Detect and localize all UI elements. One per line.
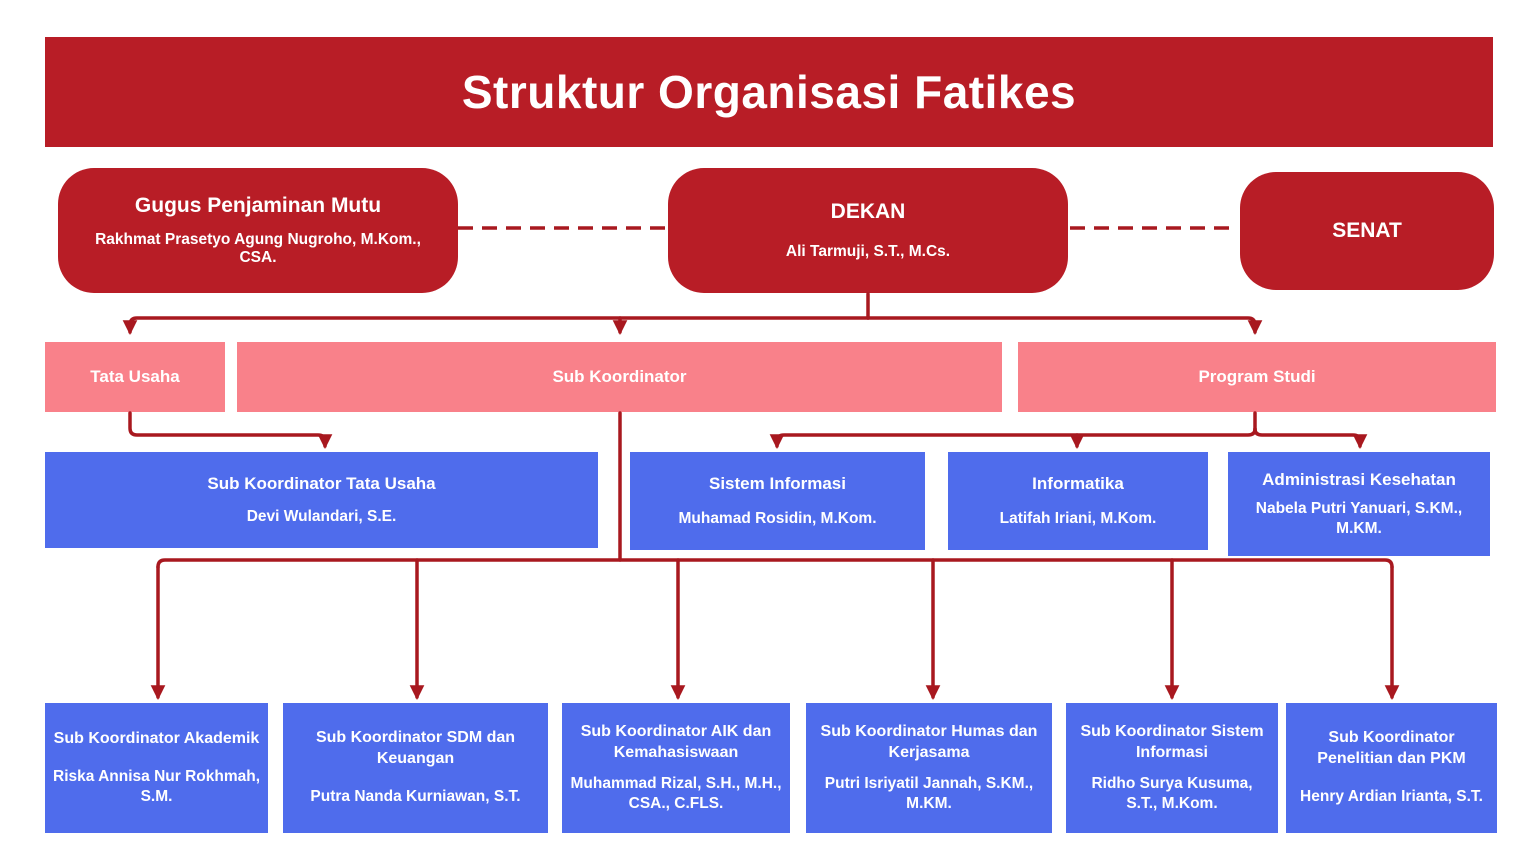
- node-prodi-administrasi-kesehatan: Administrasi Kesehatan Nabela Putri Yanu…: [1228, 452, 1490, 556]
- node-sub-koordinator-akademik: Sub Koordinator Akademik Riska Annisa Nu…: [45, 703, 268, 833]
- node-prodi-informatika: Informatika Latifah Iriani, M.Kom.: [948, 452, 1208, 550]
- node-title: SENAT: [1332, 219, 1402, 242]
- node-title: Sistem Informasi: [709, 474, 846, 494]
- node-person-name: Putra Nanda Kurniawan, S.T.: [310, 788, 521, 806]
- node-sub-koordinator-humas-kerjasama: Sub Koordinator Humas dan Kerjasama Putr…: [806, 703, 1052, 833]
- unit-program-studi: Program Studi: [1018, 342, 1496, 412]
- node-sub-koordinator-tata-usaha: Sub Koordinator Tata Usaha Devi Wulandar…: [45, 452, 598, 548]
- unit-sub-koordinator: Sub Koordinator: [237, 342, 1002, 412]
- node-sub-koordinator-aik-kemahasiswaan: Sub Koordinator AIK dan Kemahasiswaan Mu…: [562, 703, 790, 833]
- node-person-name: Latifah Iriani, M.Kom.: [999, 509, 1157, 527]
- unit-tata-usaha: Tata Usaha: [45, 342, 225, 412]
- node-sub-koordinator-penelitian-pkm: Sub Koordinator Penelitian dan PKM Henry…: [1286, 703, 1497, 833]
- node-title: Sub Koordinator SDM dan Keuangan: [315, 729, 516, 768]
- node-prodi-sistem-informasi: Sistem Informasi Muhamad Rosidin, M.Kom.: [630, 452, 925, 550]
- node-person-name: Ridho Surya Kusuma, S.T., M.Kom.: [1091, 775, 1253, 813]
- node-title: Sub Koordinator Tata Usaha: [207, 473, 436, 493]
- node-title: Administrasi Kesehatan: [1262, 469, 1456, 489]
- node-title: Gugus Penjaminan Mutu: [134, 194, 382, 218]
- node-person-name: Nabela Putri Yanuari, S.KM., M.KM.: [1255, 500, 1463, 538]
- node-dekan: DEKAN Ali Tarmuji, S.T., M.Cs.: [668, 168, 1068, 293]
- unit-label: Tata Usaha: [90, 367, 180, 386]
- node-title: Sub Koordinator Penelitian dan PKM: [1317, 729, 1466, 768]
- node-title: DEKAN: [830, 200, 906, 224]
- node-senat: SENAT: [1240, 172, 1494, 290]
- node-person-name: Muhammad Rizal, S.H., M.H., CSA., C.FLS.: [570, 775, 782, 813]
- node-sub-koordinator-sdm-keuangan: Sub Koordinator SDM dan Keuangan Putra N…: [283, 703, 548, 833]
- node-person-name: Muhamad Rosidin, M.Kom.: [678, 509, 877, 527]
- title-banner: Struktur Organisasi Fatikes: [45, 37, 1493, 147]
- node-person-name: Rakhmat Prasetyo Agung Nugroho, M.Kom., …: [95, 230, 421, 266]
- node-title: Sub Koordinator Sistem Informasi: [1080, 722, 1264, 761]
- unit-label: Program Studi: [1198, 367, 1316, 386]
- node-person-name: Ali Tarmuji, S.T., M.Cs.: [785, 242, 951, 260]
- node-title: Sub Koordinator AIK dan Kemahasiswaan: [580, 722, 772, 761]
- page-title: Struktur Organisasi Fatikes: [461, 66, 1077, 118]
- node-person-name: Devi Wulandari, S.E.: [246, 508, 397, 526]
- node-title: Informatika: [1032, 474, 1124, 494]
- unit-label: Sub Koordinator: [552, 367, 687, 386]
- node-person-name: Putri Isriyatil Jannah, S.KM., M.KM.: [824, 775, 1034, 813]
- node-person-name: Riska Annisa Nur Rokhmah, S.M.: [53, 768, 261, 806]
- node-title: Sub Koordinator Humas dan Kerjasama: [820, 722, 1038, 761]
- node-title: Sub Koordinator Akademik: [53, 729, 260, 747]
- node-gugus-penjaminan-mutu: Gugus Penjaminan Mutu Rakhmat Prasetyo A…: [58, 168, 458, 293]
- node-sub-koordinator-sistem-informasi: Sub Koordinator Sistem Informasi Ridho S…: [1066, 703, 1278, 833]
- node-person-name: Henry Ardian Irianta, S.T.: [1300, 788, 1483, 806]
